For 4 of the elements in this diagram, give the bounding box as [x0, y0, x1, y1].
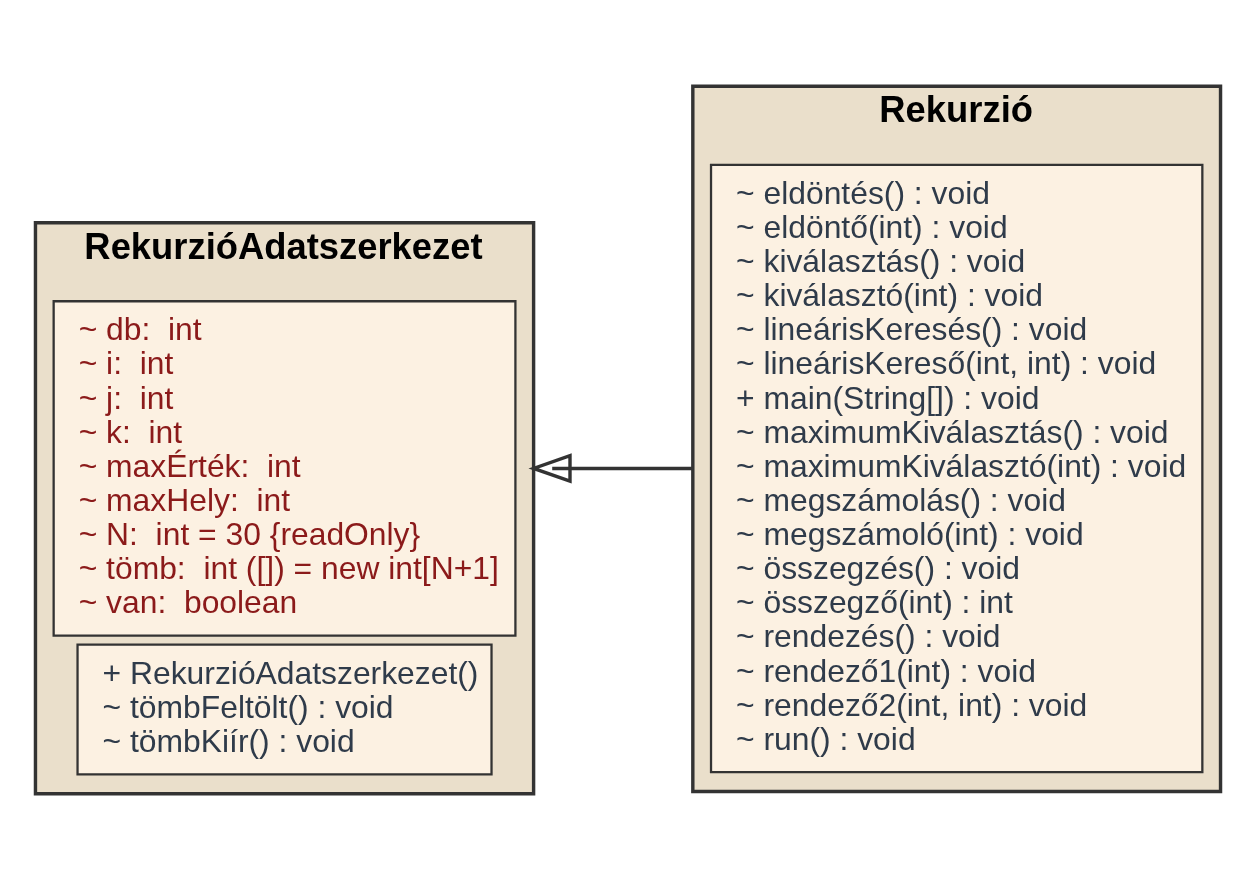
node-box: + RekurzióAdatszerkezet() ~ tömbFeltölt() : void ~ tömbKiír() : void [76, 643, 493, 775]
arrow [528, 452, 693, 484]
node-box: ~ db: int ~ i: int ~ j: int ~ k: int ~ maxÉrték: int ~ maxHely: int ~ N: int = 30 {readOnly} ~ tömb: int ([]) = new int[N+1] ~ van: boolean [52, 299, 517, 637]
node-box: ~ eldöntés() : void ~ eldöntő(int) : void ~ kiválasztás() : void ~ kiválasztó(int) : void ~ lineárisKeresés() : void ~ lineárisKereső(int, int) : void + main(String[]) : void ~ maximumKiválasztás() : void ~ maximumKiválasztó(int) : void ~ megszámolás() : void ~ megszámoló(int) : void ~ összegzés() : void ~ összegző(int) : int ~ rendezés() : void ~ rendező1(int) : void ~ rendező2(int, int) : void ~ run() : void [709, 163, 1204, 773]
